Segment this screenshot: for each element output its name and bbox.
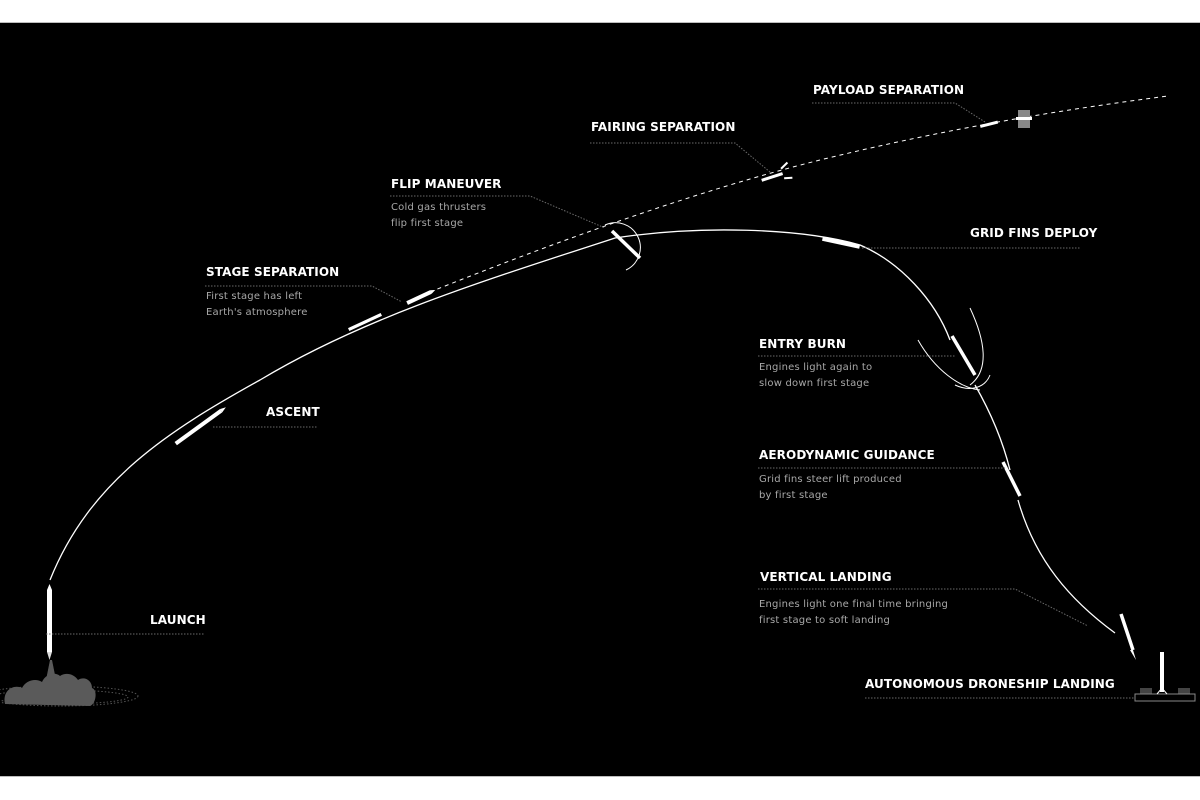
desc-entry-burn-1: Engines light again to [759, 362, 873, 373]
landing-rocket-icon [1119, 613, 1136, 660]
desc-aerodynamic-guidance-1: Grid fins steer lift produced [759, 474, 902, 485]
diagram-canvas [0, 22, 1200, 777]
label-vertical-landing: VERTICAL LANDING [760, 570, 892, 584]
flip-maneuver-icon [604, 222, 642, 271]
desc-flip-maneuver-2: flip first stage [391, 218, 464, 229]
droneship-icon [1134, 652, 1196, 702]
desc-stage-separation-2: Earth's atmosphere [206, 307, 308, 318]
label-flip-maneuver: FLIP MANEUVER [391, 177, 502, 191]
label-launch: LAUNCH [150, 613, 206, 627]
launch-smoke-icon [0, 660, 139, 707]
first-stage-separated-icon [348, 312, 382, 332]
desc-vertical-landing-2: first stage to soft landing [759, 615, 891, 626]
desc-stage-separation-1: First stage has left [206, 291, 303, 302]
label-stage-separation: STAGE SEPARATION [206, 265, 340, 279]
first-stage-trajectory [49, 229, 951, 581]
ascent-rocket-icon [174, 407, 226, 446]
fairing-separation-icon [761, 161, 793, 182]
launch-rocket-icon [47, 584, 52, 660]
first-stage-descent-trajectory [974, 384, 1011, 471]
desc-entry-burn-2: slow down first stage [759, 378, 870, 389]
second-stage-trajectory [429, 95, 1169, 293]
label-entry-burn: ENTRY BURN [759, 337, 847, 351]
label-ascent: ASCENT [266, 405, 320, 419]
second-stage-icon [406, 289, 436, 305]
leader-lines [46, 102, 1135, 699]
payload-separation-icon [979, 110, 1032, 128]
desc-flip-maneuver-1: Cold gas thrusters [391, 202, 487, 213]
aero-guidance-rocket-icon [1001, 461, 1022, 497]
label-payload-separation: PAYLOAD SEPARATION [813, 83, 965, 97]
desc-aerodynamic-guidance-2: by first stage [759, 490, 828, 501]
entry-burn-icon [917, 307, 991, 391]
label-grid-fins-deploy: GRID FINS DEPLOY [970, 226, 1098, 240]
label-aerodynamic-guidance: AERODYNAMIC GUIDANCE [759, 448, 935, 462]
first-stage-final-descent [1017, 499, 1116, 634]
label-fairing-separation: FAIRING SEPARATION [591, 120, 736, 134]
label-droneship-landing: AUTONOMOUS DRONESHIP LANDING [865, 677, 1115, 691]
grid-fins-rocket-icon [822, 236, 861, 249]
desc-vertical-landing-1: Engines light one final time bringing [759, 599, 949, 610]
